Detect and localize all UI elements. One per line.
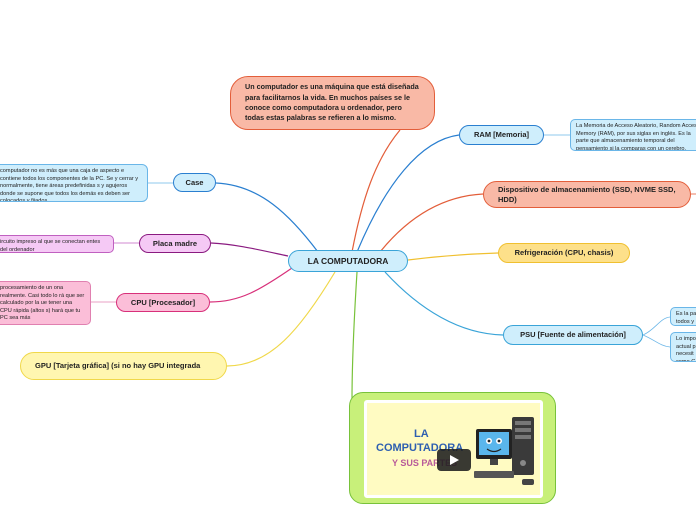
topic-cpu[interactable]: CPU [Procesador] [116, 293, 210, 312]
note-motherboard[interactable]: ircuito impreso al que se conectan entes… [0, 235, 114, 253]
link-cpu [209, 267, 293, 303]
topic-motherboard[interactable]: Placa madre [139, 234, 211, 253]
link-ram [356, 134, 460, 253]
topic-case[interactable]: Case [173, 173, 216, 192]
topic-gpu[interactable]: GPU [Tarjeta gráfica] (si no hay GPU int… [20, 352, 227, 380]
link-media [351, 271, 358, 401]
note-case[interactable]: computador no es más que una caja de asp… [0, 164, 148, 202]
link-case [215, 182, 319, 253]
note-ram[interactable]: La Memoria de Acceso Aleatorio, Random A… [570, 119, 696, 151]
intro-topic[interactable]: Un computador es una máquina que está di… [230, 76, 435, 130]
video-title-line-3: Y SUS PARTES [392, 458, 458, 468]
link-intro [351, 129, 401, 253]
note-psu-1[interactable]: Es la pa todos y [670, 307, 696, 326]
topic-psu[interactable]: PSU [Fuente de alimentación] [503, 325, 643, 345]
video-title-line-1: LA [414, 428, 429, 440]
link-note-psu2 [642, 334, 671, 348]
video-thumbnail[interactable]: LA COMPUTADORA Y SUS PARTES [364, 400, 543, 498]
topic-storage[interactable]: Dispositivo de almacenamiento (SSD, NVME… [483, 181, 691, 208]
link-motherboard [210, 242, 289, 257]
note-psu-2[interactable]: Lo impo actual p necesit como G [670, 332, 696, 362]
link-cooling [407, 252, 499, 261]
link-gpu [226, 271, 336, 367]
link-storage [379, 193, 484, 253]
topic-cooling[interactable]: Refrigeración (CPU, chasis) [498, 243, 630, 263]
link-note-psu1 [642, 316, 671, 336]
central-topic[interactable]: LA COMPUTADORA [288, 250, 408, 272]
media-topic[interactable]: LA COMPUTADORA Y SUS PARTES [349, 392, 556, 504]
topic-ram[interactable]: RAM [Memoria] [459, 125, 544, 145]
computer-icon [474, 417, 534, 485]
note-cpu[interactable]: procesamiento de un ona realmente. Casi … [0, 281, 91, 325]
link-psu [384, 271, 504, 336]
play-icon[interactable] [437, 449, 471, 471]
